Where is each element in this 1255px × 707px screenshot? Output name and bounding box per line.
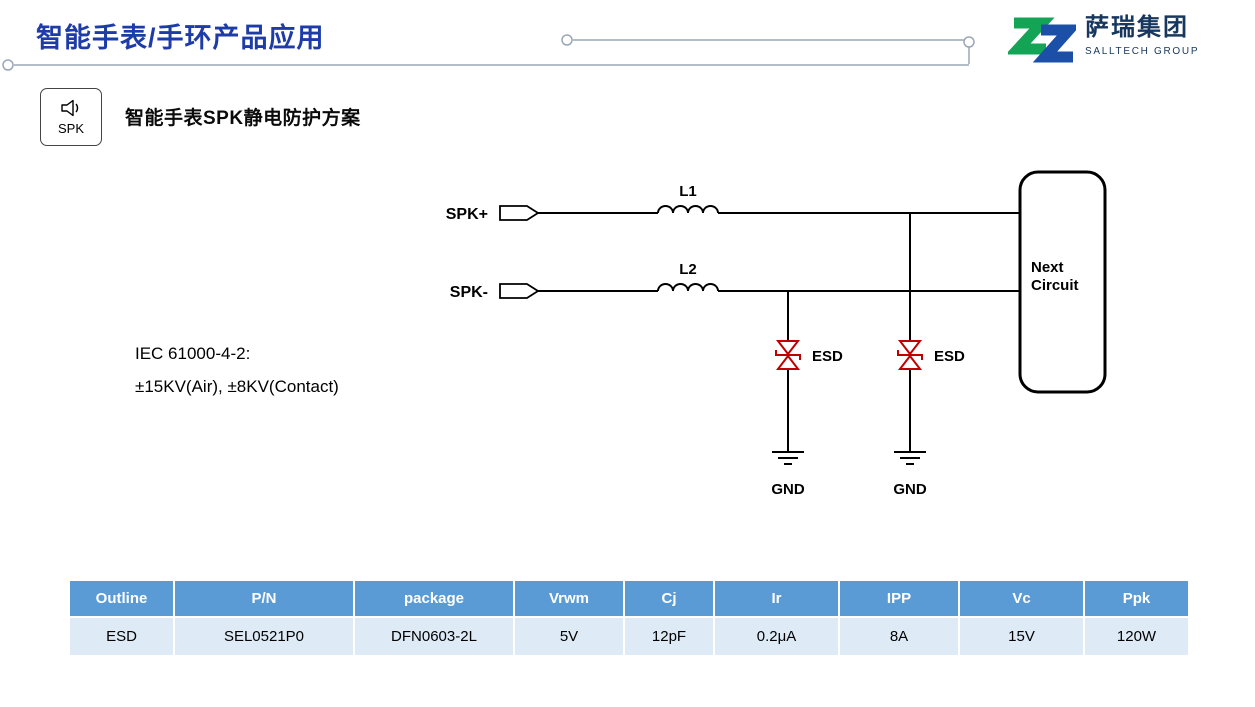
company-logo-block: 萨瑞集团 SALLTECH GROUP [1008,14,1199,66]
inductor-l2 [657,283,719,292]
wires [538,212,1020,452]
gnd-right-label: GND [893,481,927,498]
cell-vc: 15V [958,616,1085,657]
iec-line-2: ±15KV(Air), ±8KV(Contact) [135,377,339,396]
spk-minus-connector [499,283,540,299]
company-logo-icon [1008,17,1076,63]
spk-icon-box: SPK [40,88,102,146]
esd-diode-left [775,340,801,370]
spec-table: Outline P/N package Vrwm Cj Ir IPP Vc Pp… [68,579,1190,657]
gnd-symbol-left [772,451,804,465]
cell-ipp: 8A [838,616,960,657]
decorative-connector [2,34,975,71]
cell-ppk: 120W [1083,616,1190,657]
header-cell-vrwm: Vrwm [513,579,625,618]
cell-vrwm: 5V [513,616,625,657]
gnd-left-label: GND [771,481,805,498]
spk-plus-label: SPK+ [446,206,488,223]
cell-ir: 0.2μA [713,616,840,657]
header-cell-ipp: IPP [838,579,960,618]
spk-minus-label: SPK- [450,284,488,301]
header-cell-outline: Outline [68,579,175,618]
header-cell-vc: Vc [958,579,1085,618]
iec-standard-note: IEC 61000-4-2: ±15KV(Air), ±8KV(Contact) [135,337,339,403]
company-name-en: SALLTECH GROUP [1085,45,1200,57]
next-circuit-label-line2: Circuit [1031,277,1079,294]
esd-right-label: ESD [934,348,965,365]
header-cell-package: package [353,579,515,618]
header-cell-pn: P/N [173,579,355,618]
inductor-l1-label: L1 [679,183,697,200]
spec-table-header-row: Outline P/N package Vrwm Cj Ir IPP Vc Pp… [68,579,1190,618]
company-name: 萨瑞集团 SALLTECH GROUP [1085,14,1199,57]
deco-circle-right [963,36,975,48]
next-circuit-label-line1: Next [1031,259,1064,276]
cell-pn: SEL0521P0 [173,616,355,657]
header-cell-ir: Ir [713,579,840,618]
cell-outline: ESD [68,616,175,657]
company-name-cn: 萨瑞集团 [1085,14,1189,41]
spk-plus-connector [499,205,540,221]
header-cell-cj: Cj [623,579,715,618]
cell-package: DFN0603-2L [353,616,515,657]
esd-left-label: ESD [812,348,843,365]
page-title: 智能手表/手环产品应用 [36,23,325,53]
next-circuit-box [1018,170,1107,394]
section-heading: 智能手表SPK静电防护方案 [125,108,361,129]
inductor-l1 [657,205,719,214]
header-cell-ppk: Ppk [1083,579,1190,618]
spk-icon-label: SPK [57,120,84,136]
circuit-diagram: SPK+ L1 SPK- L2 ESD [446,170,1107,498]
deco-circle-mid [561,34,573,46]
cell-cj: 12pF [623,616,715,657]
iec-line-1: IEC 61000-4-2: [135,344,251,363]
deco-circle-left [2,59,14,71]
spec-table-data-row: ESD SEL0521P0 DFN0603-2L 5V 12pF 0.2μA 8… [68,616,1190,657]
gnd-symbol-right [894,451,926,465]
esd-diode-right [897,340,923,370]
speaker-icon [61,99,79,116]
inductor-l2-label: L2 [679,261,697,278]
